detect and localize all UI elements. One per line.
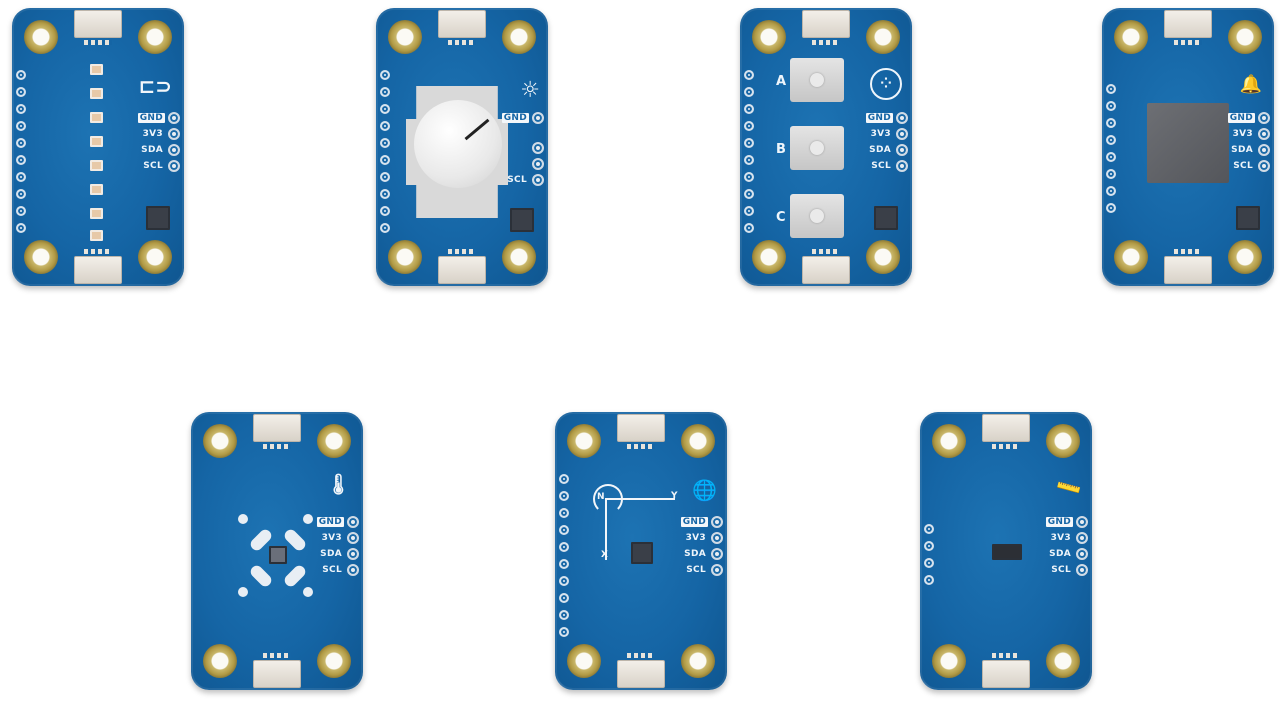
- mounting-hole: [24, 20, 58, 54]
- tof-sensor: [992, 544, 1022, 560]
- button-c: [790, 194, 844, 238]
- imu-chip: [631, 542, 653, 564]
- chip: [146, 206, 170, 230]
- mounting-hole: [138, 240, 172, 274]
- ruler-icon: 📏: [1053, 473, 1084, 504]
- axis-diagram: N Y X: [585, 482, 678, 562]
- plug-icon: ⊏⊃: [138, 74, 172, 98]
- thermometer-drop-icon: 🌡: [325, 472, 351, 496]
- buzzer-icon: 🔔: [1239, 74, 1262, 95]
- buttons-icon: ⁘: [870, 68, 902, 100]
- rotary-knob: [414, 100, 502, 188]
- button-a: [790, 58, 844, 102]
- buzzer-component: [1147, 103, 1229, 183]
- sensor-chip: [269, 546, 287, 564]
- globe-icon: 🌐: [692, 478, 717, 502]
- led-pixels-board: ⊏⊃ GND 3V3 SDA SCL: [12, 8, 184, 286]
- pin-header: [16, 70, 26, 233]
- button-b: [790, 126, 844, 170]
- mounting-hole: [138, 20, 172, 54]
- thermo-board: 🌡 GND 3V3 SDA SCL: [191, 412, 363, 690]
- buttons-board: A B C ⁘ GND 3V3 SDA SCL: [740, 8, 912, 286]
- buzzer-board: 🔔 GND 3V3 SDA SCL: [1102, 8, 1274, 286]
- pin-labels: GND 3V3 SDA SCL: [137, 112, 180, 172]
- qwiic-connector-top: [74, 10, 122, 45]
- distance-board: 📏 GND 3V3 SDA SCL: [920, 412, 1092, 690]
- knob-board: ☼ GND SCL: [376, 8, 548, 286]
- knob-icon: ☼: [520, 78, 540, 103]
- mounting-hole: [24, 240, 58, 274]
- qwiic-connector-bottom: [74, 249, 122, 284]
- movement-imu-board: N Y X 🌐 GND 3V3 SDA SCL: [555, 412, 727, 690]
